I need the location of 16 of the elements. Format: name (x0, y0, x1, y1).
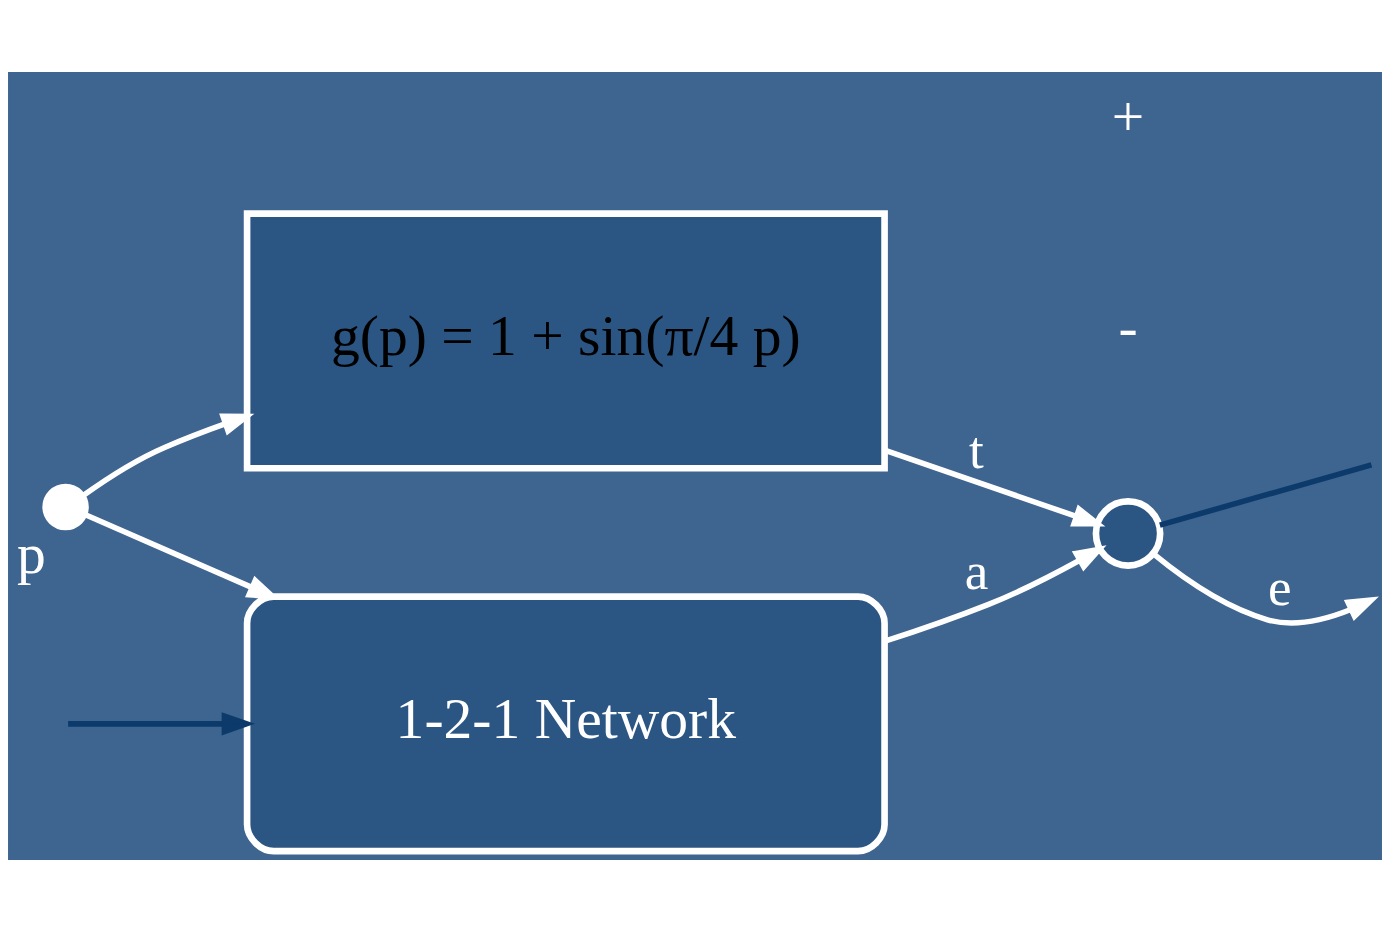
edge-label: e (1267, 557, 1292, 616)
arrow (1151, 551, 1379, 626)
label: - (1118, 294, 1138, 358)
connector (1159, 461, 1373, 528)
label: + (1111, 84, 1145, 148)
node-label: p (16, 521, 46, 585)
node-circle (42, 483, 89, 530)
edge-label: t (969, 420, 984, 479)
edge-label: a (964, 541, 989, 600)
arrow (884, 447, 1106, 527)
arrow (884, 544, 1107, 644)
node-circle (1092, 497, 1164, 569)
node-box: 1-2-1 Network (243, 592, 888, 854)
arrow (68, 711, 255, 735)
node-box: g(p) = 1 + sin(π/4 p) (243, 209, 888, 472)
arrow (81, 413, 255, 498)
